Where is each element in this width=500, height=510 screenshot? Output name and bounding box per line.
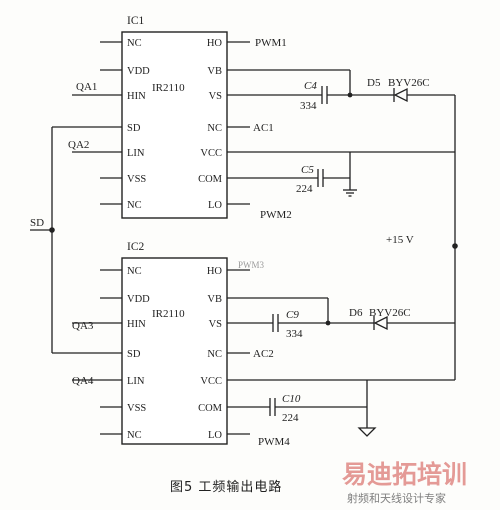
d6-part: BYV26C — [369, 307, 411, 319]
d5-diode-icon — [393, 87, 408, 103]
ic2-pin-lo: LO — [208, 430, 222, 441]
d6-name: D6 — [349, 307, 363, 319]
ic1-pin-ho: HO — [207, 38, 223, 49]
ic1-pin-vdd: VDD — [127, 66, 150, 77]
ic2-pin-nc3: NC — [207, 349, 222, 360]
c5-value: 224 — [296, 183, 313, 195]
ic1-pin-sd: SD — [127, 123, 141, 134]
c4-value: 334 — [300, 100, 317, 112]
signal-pwm4: PWM4 — [258, 436, 290, 448]
ic1-pin-nc1: NC — [127, 38, 142, 49]
c9-value: 334 — [286, 328, 303, 340]
ic2-chip-name: IR2110 — [152, 308, 185, 320]
ic1-pin-nc3: NC — [207, 123, 222, 134]
ic2-pin-vs: VS — [209, 319, 223, 330]
d5-part: BYV26C — [388, 77, 430, 89]
ic2-pin-nc2: NC — [127, 430, 142, 441]
ic2-pin-sd: SD — [127, 349, 141, 360]
signal-pwm3: PWM3 — [238, 260, 265, 270]
ic1-body — [121, 31, 228, 219]
ic2-label: IC2 — [127, 241, 145, 253]
ic2-pin-vss: VSS — [127, 403, 146, 414]
ground2-icon — [357, 427, 377, 437]
vplus-label: +15 V — [386, 234, 414, 246]
watermark-slogan: 射频和天线设计专家 — [347, 491, 446, 505]
ic2-pin-lin: LIN — [127, 376, 145, 387]
signal-qa4: QA4 — [72, 375, 94, 387]
ic1-pin-nc2: NC — [127, 200, 142, 211]
ic2-pin-ho: HO — [207, 266, 223, 277]
ic1-pin-hin: HIN — [127, 91, 146, 102]
ic1-label: IC1 — [127, 15, 145, 27]
c10-value: 224 — [282, 412, 299, 424]
signal-ac2: AC2 — [253, 348, 274, 360]
c9-name: C9 — [286, 309, 299, 321]
vplus-junction — [452, 243, 458, 249]
ic1-pin-vb: VB — [207, 66, 222, 77]
signal-qa3: QA3 — [72, 320, 94, 332]
ic2-pin-hin: HIN — [127, 319, 146, 330]
signal-ac1: AC1 — [253, 122, 274, 134]
signal-pwm1: PWM1 — [255, 37, 287, 49]
ic2-pin-com: COM — [198, 403, 223, 414]
c5-name: C5 — [301, 164, 314, 176]
c4-name: C4 — [304, 80, 317, 92]
signal-pwm2: PWM2 — [260, 209, 292, 221]
ic1-pin-vss: VSS — [127, 174, 146, 185]
ic2-body — [121, 257, 228, 445]
signal-qa2: QA2 — [68, 139, 89, 151]
sd-junction — [49, 227, 55, 233]
ic2-pin-vcc: VCC — [200, 376, 222, 387]
ic2-pin-nc1: NC — [127, 266, 142, 277]
ic1-pin-com: COM — [198, 174, 223, 185]
signal-sd: SD — [30, 217, 44, 229]
figure-caption: 图5 工频输出电路 — [170, 479, 282, 495]
watermark-brand: 易迪拓培训 — [342, 460, 467, 489]
ic1-pin-vs: VS — [209, 91, 223, 102]
ic1-pin-lin: LIN — [127, 148, 145, 159]
vb-vs-node-1 — [347, 92, 353, 98]
vb-vs-node-2 — [325, 320, 331, 326]
ic1-chip-name: IR2110 — [152, 82, 185, 94]
ic2-pin-vb: VB — [207, 294, 222, 305]
d5-name: D5 — [367, 77, 381, 89]
ic1-pin-vcc: VCC — [200, 148, 222, 159]
c10-name: C10 — [282, 393, 301, 405]
ic2-pin-vdd: VDD — [127, 294, 150, 305]
ic1-pin-lo: LO — [208, 200, 222, 211]
signal-qa1: QA1 — [76, 81, 97, 93]
